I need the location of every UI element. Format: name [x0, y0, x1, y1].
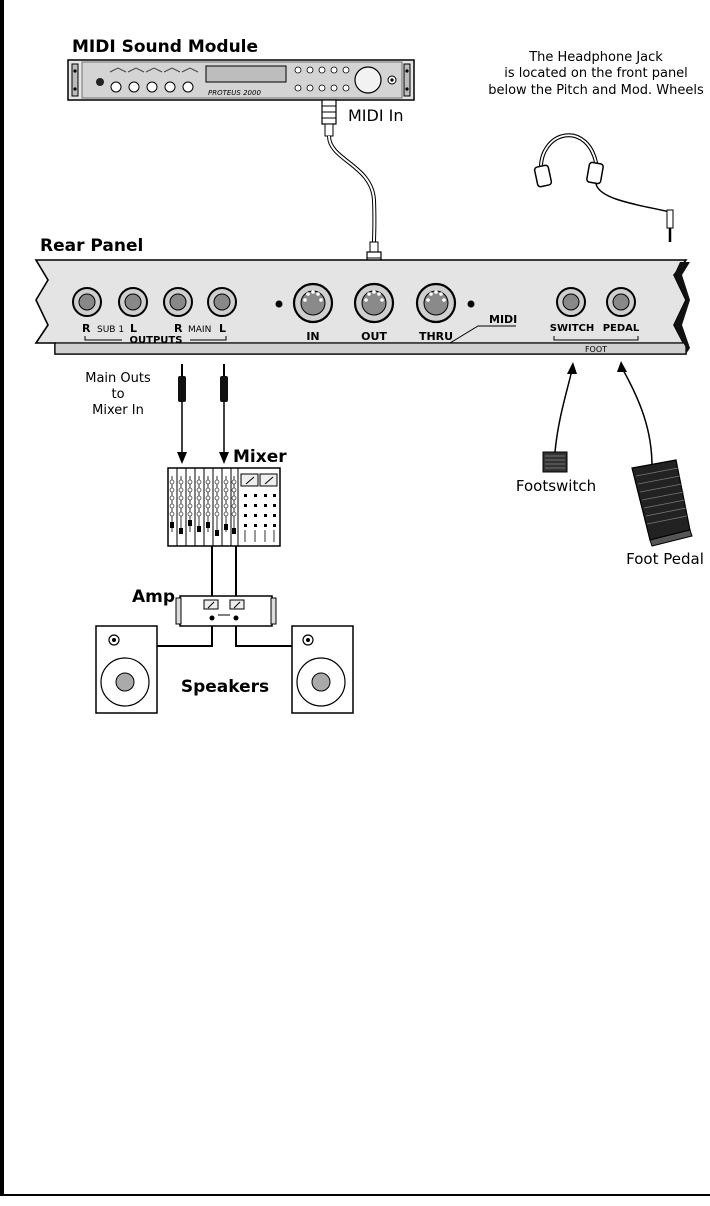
headphone-note-line-2: is located on the front panel — [504, 66, 688, 81]
footswitch-cable — [554, 362, 577, 453]
amp-to-right-speaker-cable — [235, 626, 292, 647]
mixer-label: Mixer — [233, 447, 287, 467]
amp — [175, 595, 277, 627]
main-out-cable-right — [219, 364, 229, 464]
foot-pedal-cable — [617, 361, 653, 467]
foot-pedal-icon — [631, 459, 693, 547]
output-label-l-1: L — [130, 322, 137, 335]
foot-jack-switch — [556, 287, 586, 317]
amp-to-left-speaker-cable — [157, 626, 213, 647]
main-out-cable-left — [177, 364, 187, 464]
output-jack-sub1-l — [118, 287, 148, 317]
panel-screw-right — [467, 300, 475, 308]
midi-port-thru — [415, 282, 457, 324]
main-outs-note-line-2: to — [111, 387, 124, 402]
output-label-l-2: L — [219, 322, 226, 335]
main-outs-note-line-3: Mixer In — [92, 403, 144, 418]
foot-pedal-label: PEDAL — [603, 323, 640, 334]
headphones-icon — [533, 133, 674, 242]
midi-in-cable — [321, 99, 382, 277]
footswitch-label: Footswitch — [516, 477, 596, 495]
output-label-sub1: SUB 1 — [97, 325, 124, 335]
speaker-right — [291, 625, 354, 714]
speaker-left — [95, 625, 158, 714]
foot-group-label: FOOT — [585, 345, 607, 354]
midi-port-out-label: OUT — [361, 330, 387, 343]
headphone-note-line-3: below the Pitch and Mod. Wheels — [488, 83, 704, 98]
amp-label: Amp — [132, 587, 175, 607]
output-jack-main-l — [207, 287, 237, 317]
midi-in-label: MIDI In — [348, 106, 404, 125]
speakers-label: Speakers — [181, 677, 269, 697]
midi-port-thru-label: THRU — [419, 330, 453, 343]
footswitch-icon — [542, 451, 568, 473]
output-label-r-1: R — [82, 322, 91, 335]
output-label-main: MAIN — [188, 325, 211, 335]
output-jack-sub1-r — [72, 287, 102, 317]
rear-panel-label: Rear Panel — [40, 236, 143, 256]
output-jacks — [72, 287, 237, 317]
bottom-rule — [0, 1194, 710, 1196]
midi-port-out — [353, 282, 395, 324]
foot-switch-label: SWITCH — [550, 323, 594, 334]
headphone-note-line-1: The Headphone Jack — [528, 50, 663, 65]
midi-sound-module-label: MIDI Sound Module — [72, 37, 258, 57]
midi-group-label: MIDI — [489, 313, 517, 326]
midi-port-in — [292, 282, 334, 324]
output-jack-main-r — [163, 287, 193, 317]
panel-screw-left — [275, 300, 283, 308]
outputs-group-label: OUTPUTS — [130, 335, 183, 346]
midi-port-in-label: IN — [306, 330, 319, 343]
module-brand-text: PROTEUS 2000 — [208, 89, 261, 97]
mixer — [167, 467, 281, 547]
foot-pedal-label: Foot Pedal — [626, 550, 704, 568]
left-margin-rule — [0, 0, 4, 1194]
output-label-r-2: R — [174, 322, 183, 335]
midi-sound-module: PROTEUS 2000 — [67, 59, 415, 101]
foot-jack-pedal — [606, 287, 636, 317]
main-outs-note-line-1: Main Outs — [85, 371, 151, 386]
